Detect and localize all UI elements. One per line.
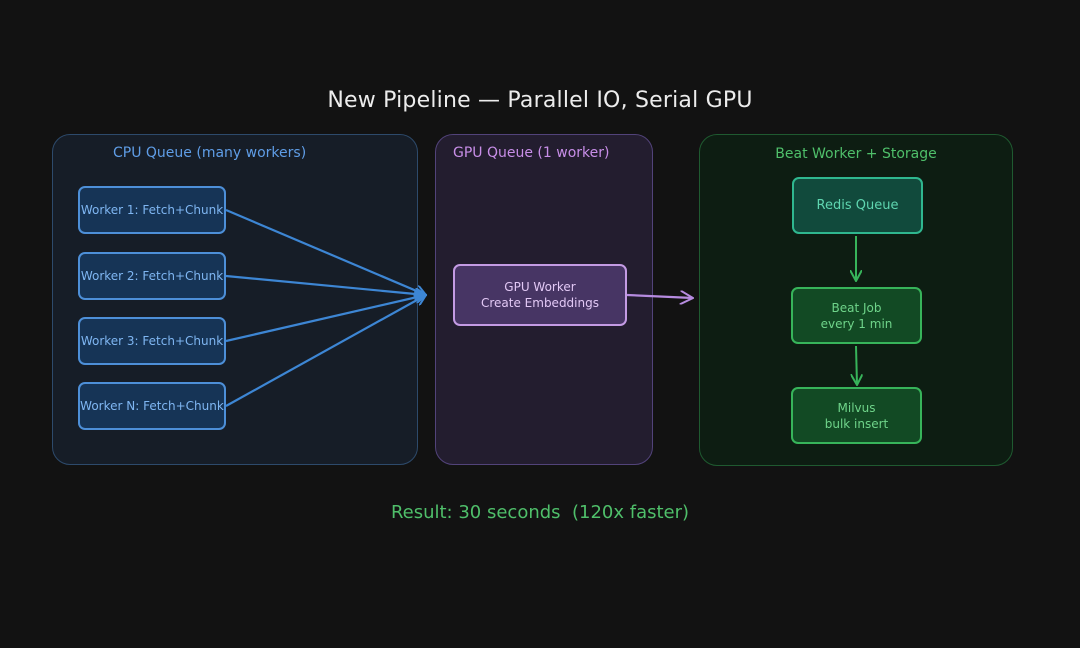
worker-3-box: Worker 3: Fetch+Chunk: [78, 317, 226, 365]
arrow-worker2-to-gpu: [225, 274, 426, 295]
redis-queue-box: Redis Queue: [792, 177, 923, 234]
worker-1-box: Worker 1: Fetch+Chunk: [78, 186, 226, 234]
milvus-title: Milvus: [837, 400, 876, 415]
beat-job-box: Beat Job every 1 min: [791, 287, 922, 344]
gpu-worker-subtitle: Create Embeddings: [480, 296, 599, 310]
gpu-queue-label: GPU Queue (1 worker): [453, 145, 610, 161]
cpu-queue-label: CPU Queue (many workers): [113, 145, 307, 161]
gpu-worker-box: GPU Worker Create Embeddings: [453, 264, 627, 326]
worker-n-box: Worker N: Fetch+Chunk: [78, 382, 226, 430]
arrow-gpu-to-beat: [626, 295, 693, 298]
arrow-worker3-to-gpu: [225, 295, 426, 343]
milvus-subtitle: bulk insert: [824, 416, 889, 431]
diagram-title: New Pipeline — Parallel IO, Serial GPU: [327, 88, 753, 113]
arrow-workerN-to-gpu: [225, 295, 426, 407]
beat-job-title: Beat Job: [831, 300, 882, 315]
beat-job-schedule: every 1 min: [820, 316, 893, 331]
milvus-box: Milvus bulk insert: [791, 387, 922, 444]
arrow-worker1-to-gpu: [225, 208, 426, 295]
result-summary: Result: 30 seconds (120x faster): [390, 502, 690, 523]
gpu-worker-title: GPU Worker: [504, 280, 576, 294]
beat-storage-label: Beat Worker + Storage: [775, 146, 937, 162]
arrow-beat-job-to-milvus: [856, 345, 857, 385]
worker-2-box: Worker 2: Fetch+Chunk: [78, 252, 226, 300]
